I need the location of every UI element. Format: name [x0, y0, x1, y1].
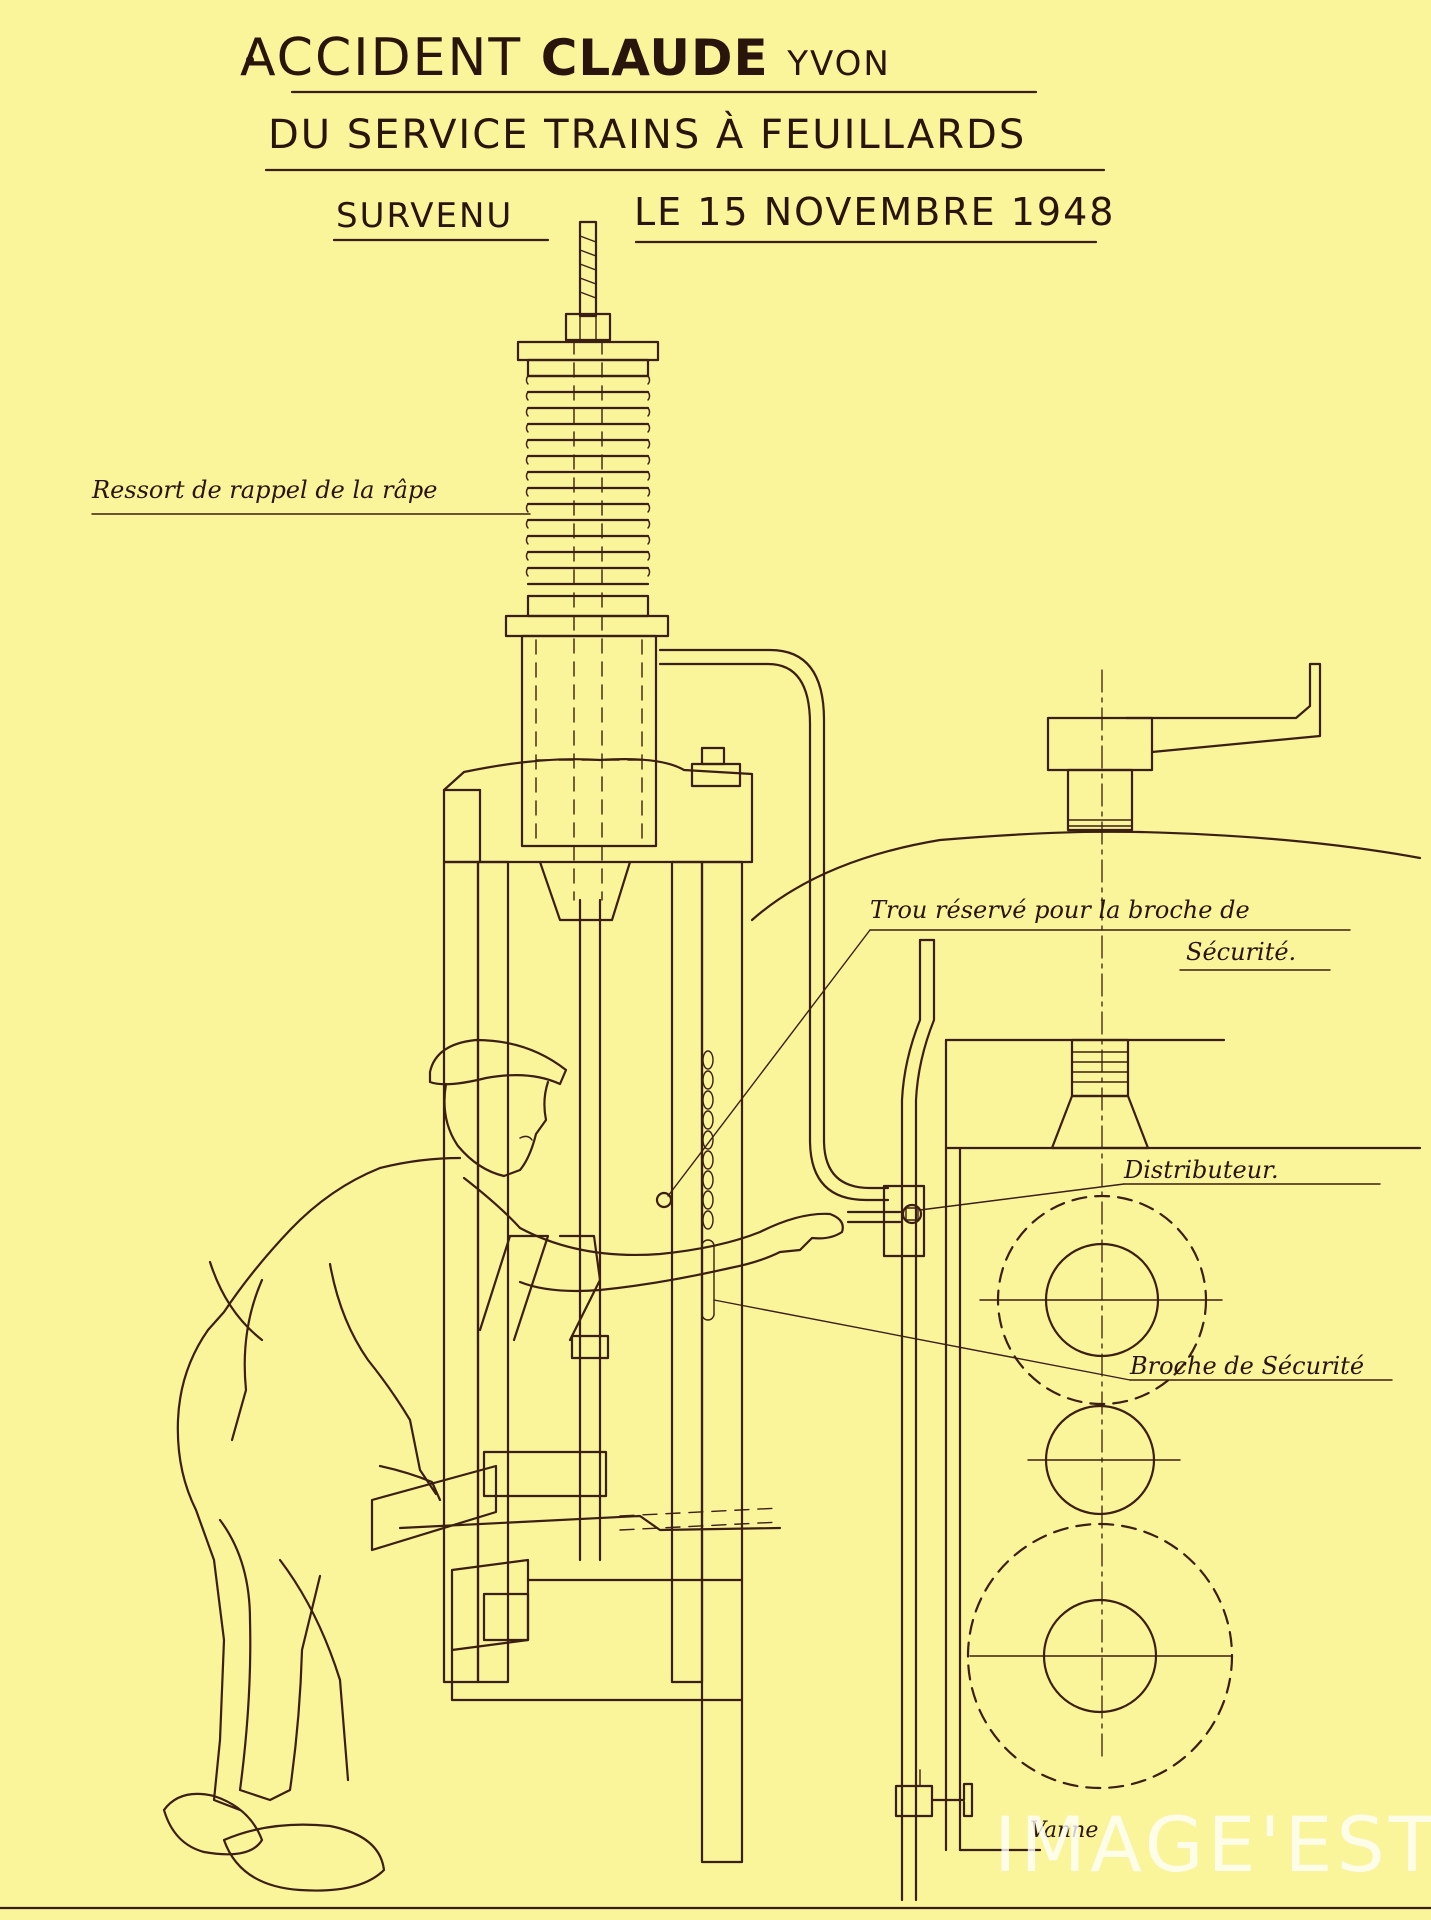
title-suffix: YVON [787, 44, 891, 84]
frame-columns [442, 860, 744, 1864]
label-distributor: Distributeur. [1124, 1156, 1279, 1184]
frame-crosshead [442, 746, 754, 922]
top-clamp [1046, 662, 1322, 1761]
date-text: LE 15 NOVEMBRE 1948 [634, 190, 1116, 234]
title-underlines [264, 90, 1106, 244]
housing-arc [750, 830, 1422, 922]
bottom-valve [894, 1769, 974, 1818]
threaded-rod [564, 220, 612, 342]
chain [655, 1050, 715, 1321]
lower-lever [370, 1234, 782, 1702]
date-prefix: SURVENU [336, 196, 514, 236]
title-prefix: ACCIDENT [240, 28, 523, 88]
leader-lines [91, 513, 1393, 1381]
vertical-pipe [846, 938, 936, 1902]
title-name: CLAUDE [540, 29, 769, 87]
label-safety-pin: Broche de Sécurité [1130, 1352, 1365, 1380]
label-valve: Vanne [1030, 1818, 1099, 1843]
cylinder [504, 614, 670, 848]
title-bullet [246, 56, 254, 64]
air-pipe [658, 648, 890, 1202]
label-safety-pin-hole: Trou réservé pour la broche de [870, 896, 1250, 924]
return-spring [516, 339, 660, 901]
page-subtitle: DU SERVICE TRAINS À FEUILLARDS [268, 112, 1027, 158]
page-title: ACCIDENT CLAUDE YVON [240, 28, 891, 88]
rolls [966, 1194, 1234, 1790]
worker-figure [162, 1038, 844, 1892]
roll-stand [944, 1038, 1422, 1852]
watermark: IMAGE'EST [994, 1800, 1431, 1889]
label-return-spring: Ressort de rappel de la râpe [92, 476, 438, 504]
label-safety-pin-hole-line2: Sécurité. [1186, 938, 1297, 966]
